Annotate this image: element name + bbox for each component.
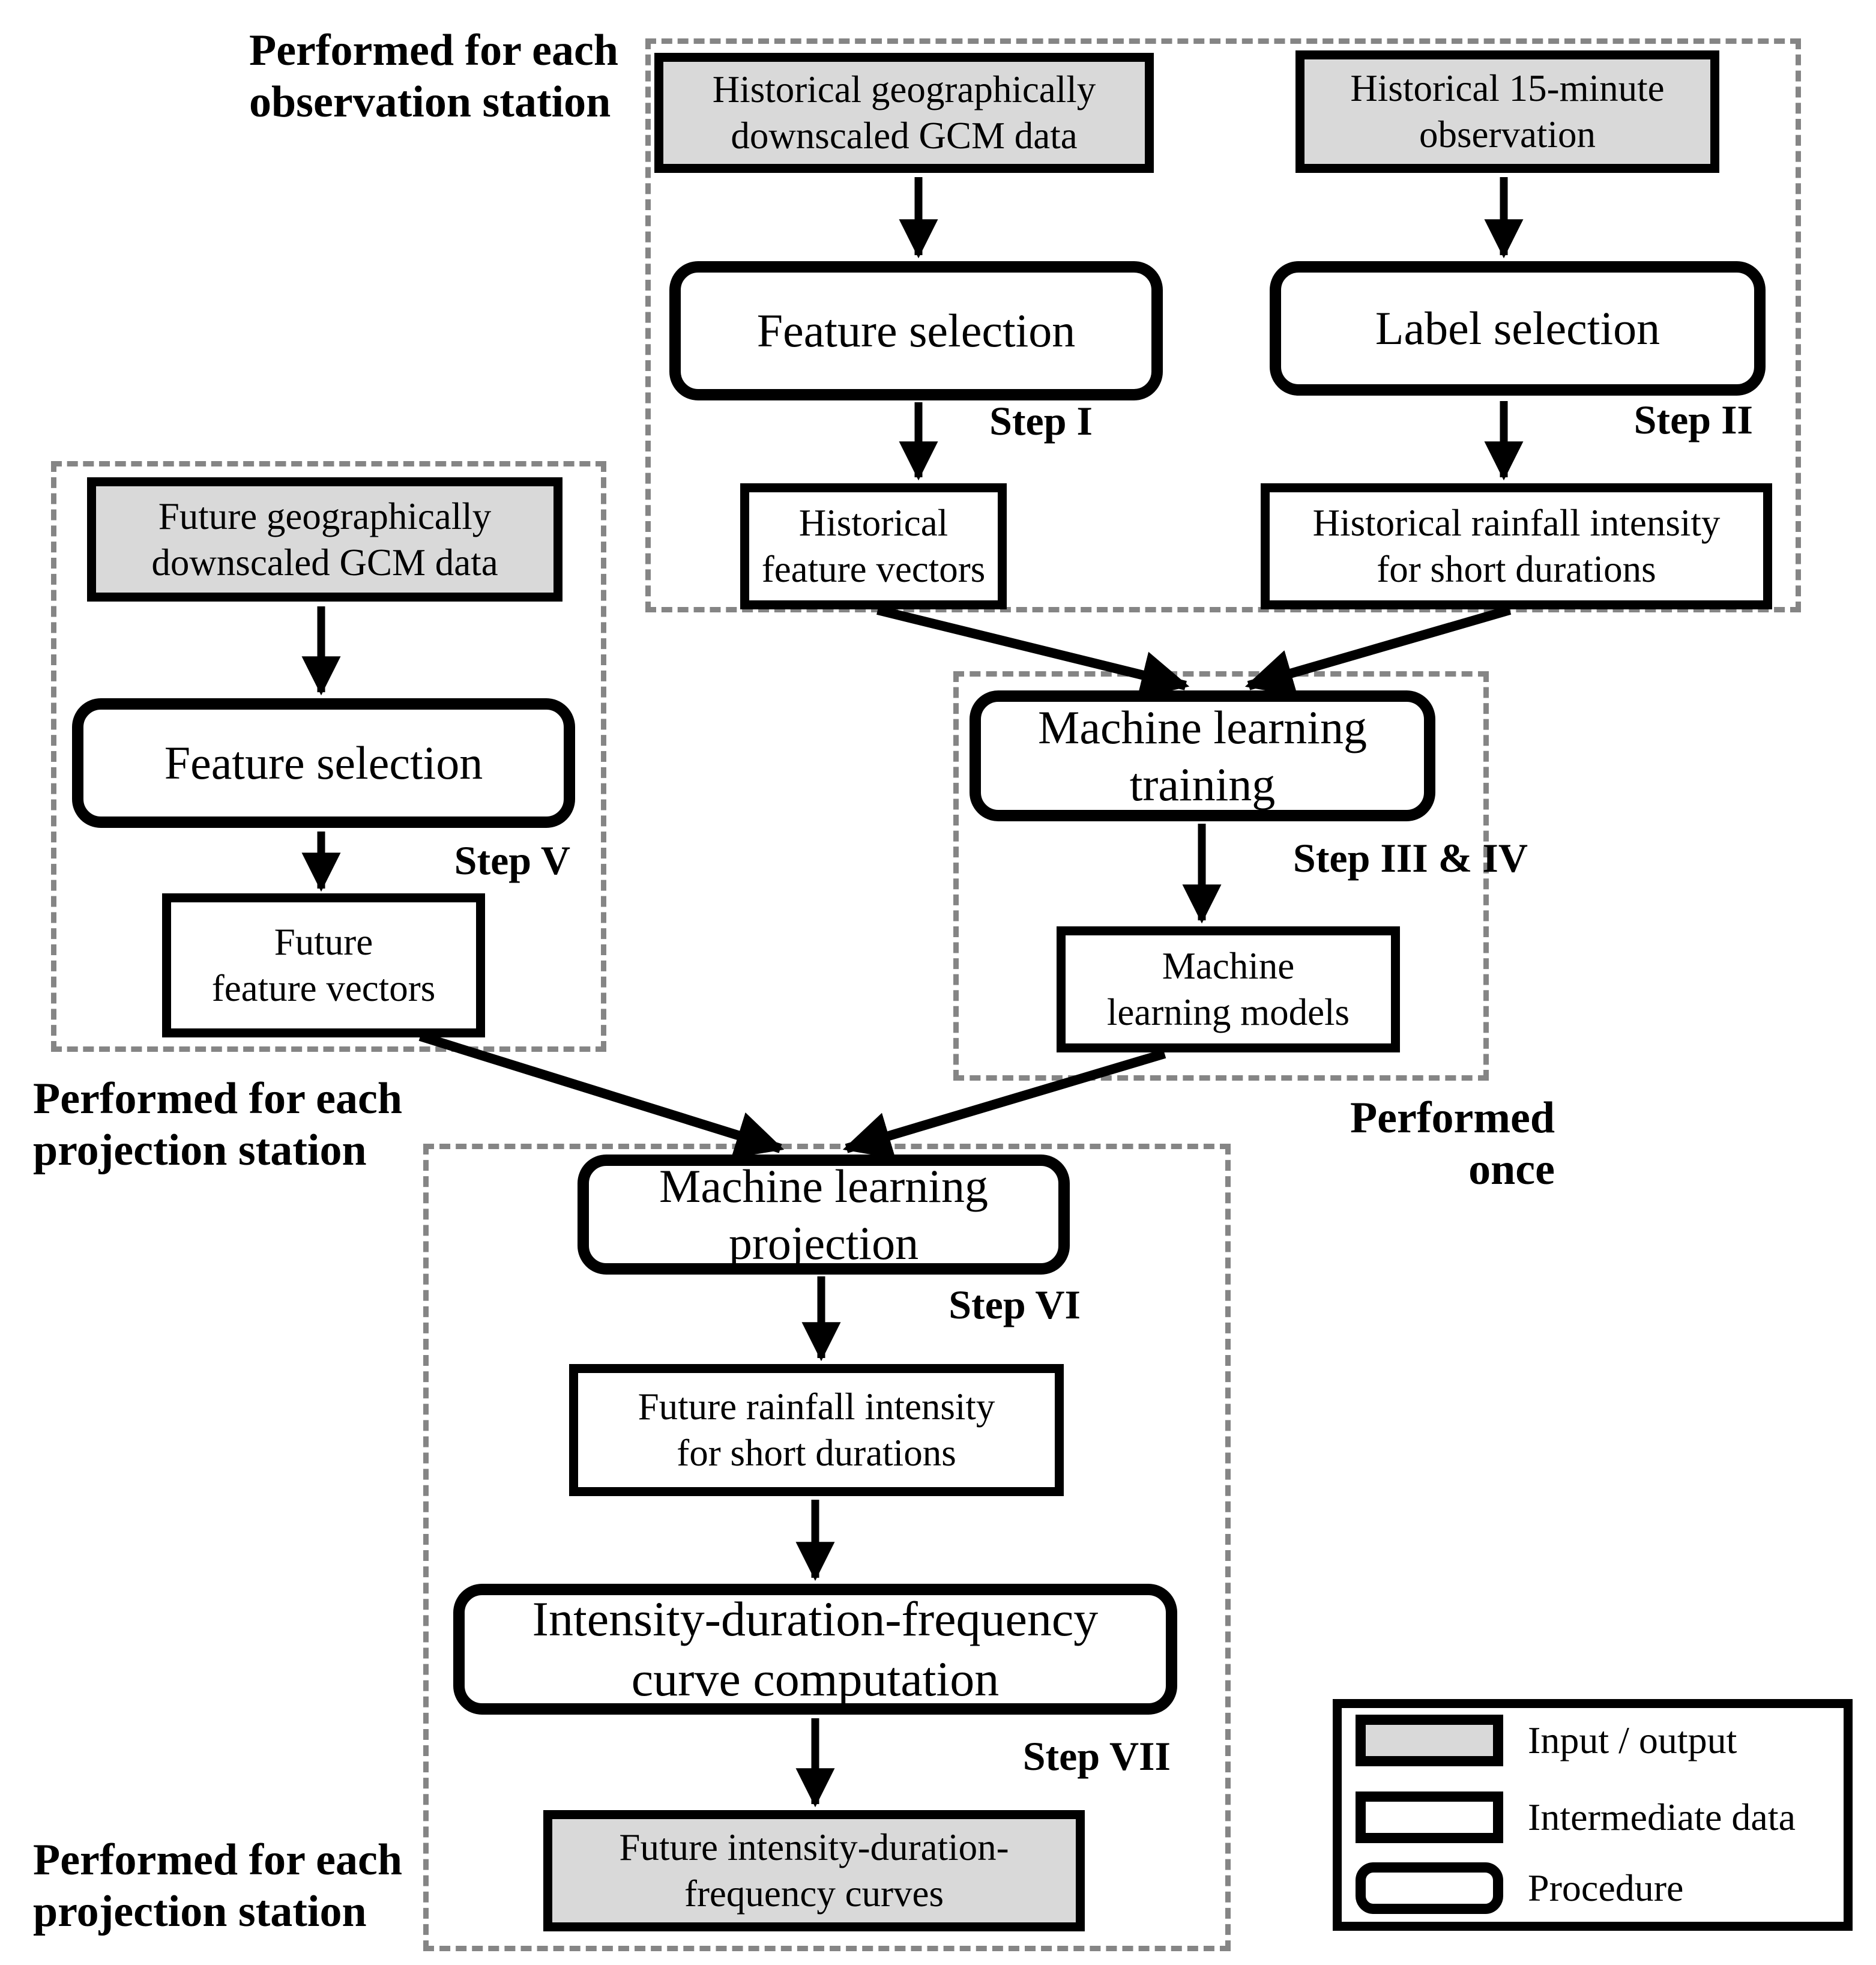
node-historical-rainfall-intensity: Historical rainfall intensity for short … — [1261, 483, 1772, 609]
node-future-gcm-data: Future geographically downscaled GCM dat… — [87, 477, 562, 602]
arrow-models-projection — [842, 1049, 1166, 1159]
step-vi-label: Step VI — [949, 1282, 1081, 1327]
legend-swatch-procedure — [1356, 1862, 1503, 1914]
node-historical-feature-vectors: Historical feature vectors — [740, 483, 1007, 609]
node-ml-projection: Machine learning projection — [578, 1155, 1070, 1275]
arrow-futurevectors-projection — [418, 1031, 785, 1159]
step-v-label: Step V — [454, 838, 570, 883]
caption-observation-station: Performed for each observation station — [249, 26, 619, 127]
group-projection-station-bottom — [423, 1144, 1231, 1951]
node-future-idf-curves: Future intensity-duration- frequency cur… — [543, 1810, 1085, 1931]
legend-swatch-input-output — [1356, 1715, 1503, 1766]
node-future-feature-vectors: Future feature vectors — [162, 893, 485, 1037]
node-historical-gcm-data: Historical geographically downscaled GCM… — [654, 53, 1154, 173]
node-feature-selection-future: Feature selection — [72, 698, 575, 828]
node-ml-training: Machine learning training — [970, 690, 1435, 821]
legend-label-input-output: Input / output — [1528, 1719, 1737, 1761]
legend-swatch-intermediate-data — [1356, 1791, 1503, 1843]
step-vii-label: Step VII — [1022, 1733, 1171, 1779]
node-idf-computation: Intensity-duration-frequency curve compu… — [453, 1584, 1177, 1715]
node-machine-learning-models: Machine learning models — [1057, 926, 1400, 1052]
caption-projection-station-bottom: Performed for each projection station — [33, 1835, 403, 1936]
node-future-rainfall-intensity: Future rainfall intensity for short dura… — [569, 1364, 1064, 1496]
node-historical-15min-observation: Historical 15-minute observation — [1295, 50, 1719, 173]
group-projection-station-left — [51, 461, 606, 1052]
legend-label-procedure: Procedure — [1528, 1867, 1684, 1909]
step-ii-label: Step II — [1633, 397, 1753, 442]
caption-performed-once: Performed once — [1350, 1093, 1555, 1194]
node-feature-selection-historical: Feature selection — [669, 261, 1163, 400]
group-observation-station — [645, 38, 1801, 612]
step-i-label: Step I — [989, 398, 1093, 444]
arrow-histrainfall-training — [1244, 605, 1512, 696]
caption-projection-station-left: Performed for each projection station — [33, 1074, 403, 1175]
node-label-selection: Label selection — [1270, 261, 1766, 396]
arrow-histvectors-training — [876, 605, 1190, 699]
step-iii-iv-label: Step III & IV — [1292, 835, 1528, 881]
group-performed-once — [953, 671, 1489, 1081]
legend-label-intermediate-data: Intermediate data — [1528, 1796, 1796, 1838]
